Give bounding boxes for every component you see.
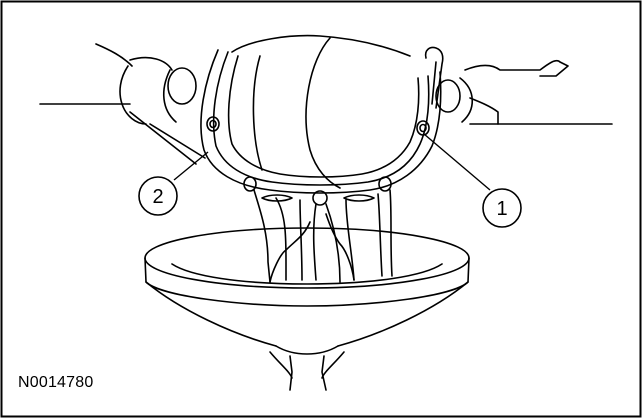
callout-1-circle [482,188,522,228]
callout-2-circle [138,176,178,216]
axle-housing-illustration [39,34,613,391]
callout-2: 2 [138,151,209,216]
callout-2-number: 2 [152,186,163,208]
callout-1-number: 1 [496,198,507,220]
callout-1: 1 [423,133,522,228]
callout-1-leader [423,133,491,191]
callout-2-leader [173,151,209,181]
figure-id-label: N0014780 [18,374,94,391]
